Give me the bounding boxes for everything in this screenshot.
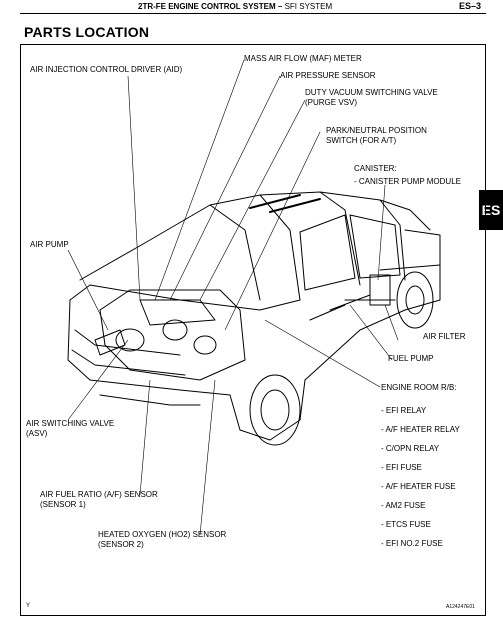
label-ho2-line1: HEATED OXYGEN (HO2) SENSOR bbox=[98, 530, 227, 539]
header-subtitle: SFI SYSTEM bbox=[284, 2, 333, 11]
relay-block-list: - EFI RELAY - A/F HEATER RELAY - C/OPN R… bbox=[381, 401, 460, 553]
label-asv-line1: AIR SWITCHING VALVE bbox=[26, 419, 115, 428]
label-air-pressure-sensor: AIR PRESSURE SENSOR bbox=[280, 71, 376, 80]
header-page-number: ES–3 bbox=[458, 1, 481, 11]
label-asv: AIR SWITCHING VALVE (ASV) bbox=[26, 419, 114, 439]
footer-left-mark: Y bbox=[26, 603, 31, 609]
relay-item: - ETCS FUSE bbox=[381, 520, 431, 529]
label-vsv: DUTY VACUUM SWITCHING VALVE (PURGE VSV) bbox=[305, 88, 438, 108]
header-separator: – bbox=[277, 2, 283, 11]
header-system-title: 2TR-FE ENGINE CONTROL SYSTEM bbox=[138, 2, 276, 11]
section-tab[interactable]: ES bbox=[479, 190, 503, 230]
label-canister-title: CANISTER: bbox=[354, 164, 397, 173]
header-title: 2TR-FE ENGINE CONTROL SYSTEM – SFI SYSTE… bbox=[138, 2, 332, 11]
header-rule bbox=[20, 13, 486, 14]
label-ho2-sensor: HEATED OXYGEN (HO2) SENSOR (SENSOR 2) bbox=[98, 530, 226, 550]
label-vsv-line1: DUTY VACUUM SWITCHING VALVE bbox=[305, 88, 438, 97]
label-aid: AIR INJECTION CONTROL DRIVER (AID) bbox=[30, 65, 183, 74]
label-af-line2: (SENSOR 1) bbox=[40, 500, 86, 509]
label-pnp-switch: PARK/NEUTRAL POSITION SWITCH (FOR A/T) bbox=[326, 126, 427, 146]
label-pnp-line1: PARK/NEUTRAL POSITION bbox=[326, 126, 427, 135]
diagram-frame bbox=[20, 44, 486, 616]
label-pnp-line2: SWITCH (FOR A/T) bbox=[326, 136, 397, 145]
relay-item: - A/F HEATER RELAY bbox=[381, 425, 460, 434]
relay-item: - A/F HEATER FUSE bbox=[381, 482, 456, 491]
relay-item: - EFI NO.2 FUSE bbox=[381, 539, 443, 548]
label-maf-meter: MASS AIR FLOW (MAF) METER bbox=[244, 54, 362, 63]
label-canister: CANISTER: - CANISTER PUMP MODULE bbox=[354, 164, 461, 187]
relay-item: - C/OPN RELAY bbox=[381, 444, 440, 453]
page-title: PARTS LOCATION bbox=[24, 24, 150, 40]
label-af-sensor: AIR FUEL RATIO (A/F) SENSOR (SENSOR 1) bbox=[40, 490, 158, 510]
relay-block-title: ENGINE ROOM R/B: bbox=[381, 383, 457, 392]
label-asv-line2: (ASV) bbox=[26, 429, 48, 438]
label-canister-item: - CANISTER PUMP MODULE bbox=[354, 177, 461, 186]
relay-item: - AM2 FUSE bbox=[381, 501, 426, 510]
label-af-line1: AIR FUEL RATIO (A/F) SENSOR bbox=[40, 490, 158, 499]
footer-figure-id: A124247E01 bbox=[446, 604, 475, 610]
label-ho2-line2: (SENSOR 2) bbox=[98, 540, 144, 549]
label-vsv-line2: (PURGE VSV) bbox=[305, 98, 358, 107]
page-header: 2TR-FE ENGINE CONTROL SYSTEM – SFI SYSTE… bbox=[0, 0, 503, 14]
relay-item: - EFI FUSE bbox=[381, 463, 422, 472]
label-air-pump: AIR PUMP bbox=[30, 240, 69, 249]
label-fuel-pump: FUEL PUMP bbox=[388, 354, 434, 363]
relay-item: - EFI RELAY bbox=[381, 406, 427, 415]
relay-block: ENGINE ROOM R/B: - EFI RELAY - A/F HEATE… bbox=[381, 383, 460, 553]
label-air-filter: AIR FILTER bbox=[423, 332, 466, 341]
